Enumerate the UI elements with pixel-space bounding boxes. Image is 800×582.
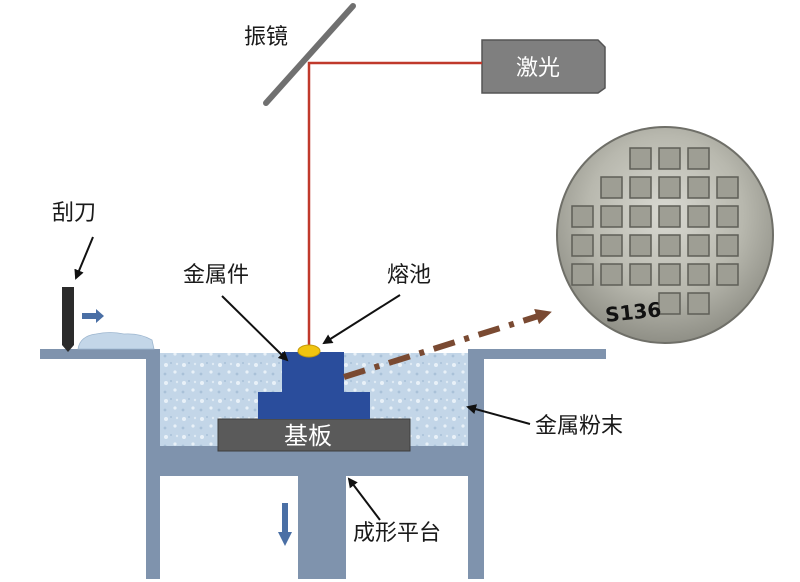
metal-powder-label: 金属粉末 xyxy=(535,414,623,439)
lattice-cell xyxy=(658,147,681,170)
lattice-cell xyxy=(600,263,623,286)
scraper-tip xyxy=(62,345,74,352)
metal-powder-pointer xyxy=(466,404,531,425)
lattice-cell xyxy=(571,234,594,257)
laser-source-box xyxy=(481,39,606,94)
melt-pool-pointer xyxy=(322,294,401,345)
scraper-blade xyxy=(62,287,74,345)
build-platform-pointer xyxy=(347,477,381,521)
laser-beam xyxy=(307,61,482,345)
lattice-cell xyxy=(716,205,739,228)
lattice-cell xyxy=(658,176,681,199)
lattice-cell xyxy=(658,205,681,228)
lattice-cell xyxy=(716,234,739,257)
metal-part-label: 金属件 xyxy=(183,263,249,288)
sample-lattice-grid xyxy=(571,147,739,315)
lattice-cell xyxy=(571,205,594,228)
metal-part-base xyxy=(258,392,370,419)
laser-label: 激光 xyxy=(516,56,560,81)
melt-pool-label: 熔池 xyxy=(387,263,431,288)
lattice-cell xyxy=(658,234,681,257)
substrate-label: 基板 xyxy=(284,422,332,450)
lattice-cell xyxy=(629,263,652,286)
right-shelf xyxy=(470,349,606,359)
lattice-cell xyxy=(687,263,710,286)
metal-part-pointer xyxy=(221,295,289,362)
lattice-cell xyxy=(687,205,710,228)
lattice-cell xyxy=(687,234,710,257)
lattice-cell xyxy=(629,234,652,257)
lattice-cell xyxy=(658,292,681,315)
lattice-cell xyxy=(600,176,623,199)
lattice-cell xyxy=(629,147,652,170)
lattice-cell xyxy=(600,205,623,228)
substrate-plate xyxy=(217,418,411,452)
lattice-cell xyxy=(600,234,623,257)
lattice-cell xyxy=(687,176,710,199)
sample-photo: S136 xyxy=(556,126,774,344)
lattice-cell xyxy=(687,292,710,315)
lattice-cell xyxy=(687,147,710,170)
metal-part-top xyxy=(282,352,344,392)
sample-id-text: S136 xyxy=(604,297,662,327)
scraper-pointer-arrow xyxy=(74,236,94,280)
galvo-label: 振镜 xyxy=(244,25,288,50)
zoom-dash-dot-arrow xyxy=(343,308,552,380)
platform-motion-arrow xyxy=(278,503,292,546)
build-platform-label: 成形平台 xyxy=(353,521,441,546)
powder-pile xyxy=(77,332,155,350)
scraper-motion-arrow xyxy=(82,309,104,323)
scraper-label: 刮刀 xyxy=(52,201,96,226)
lattice-cell xyxy=(629,176,652,199)
galvo-mirror xyxy=(263,3,356,106)
lattice-cell xyxy=(658,263,681,286)
platform-piston xyxy=(298,476,346,579)
lattice-cell xyxy=(571,263,594,286)
left-shelf xyxy=(40,349,150,359)
lattice-cell xyxy=(716,263,739,286)
lattice-cell xyxy=(629,205,652,228)
melt-pool xyxy=(297,344,321,358)
lattice-cell xyxy=(716,176,739,199)
